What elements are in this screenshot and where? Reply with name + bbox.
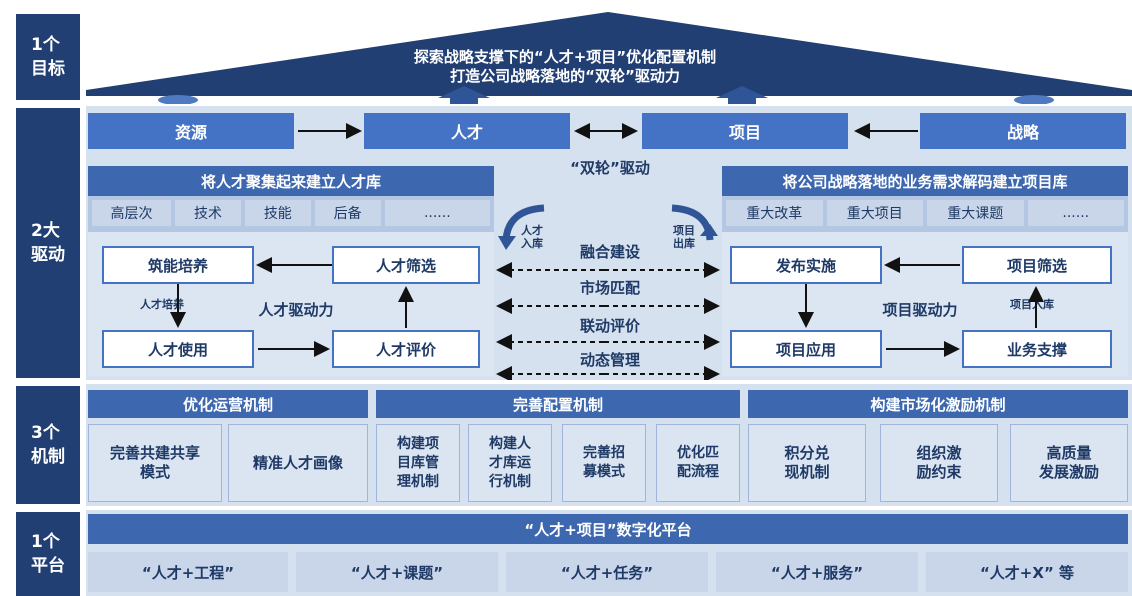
mech-title-ops: 优化运营机制: [88, 390, 368, 418]
top-arrows: [298, 123, 918, 139]
project-panel-title: 将公司战略落地的业务需求解码建立项目库: [722, 166, 1128, 196]
talent-tag: 技术: [175, 200, 241, 226]
platform-item: “人才+课题”: [296, 552, 498, 592]
talent-panel-title: 将人才聚集起来建立人才库: [88, 166, 494, 196]
box-talent-use: 人才使用: [102, 330, 254, 368]
project-tag: 重大课题: [927, 200, 1024, 226]
project-force-label: 项目驱动力: [882, 300, 958, 319]
mech-item: 精准人才画像: [228, 424, 368, 502]
row-label-platform: 1个 平台: [16, 512, 80, 596]
project-tags: 重大改革 重大项目 重大课题 ......: [726, 200, 1124, 226]
center-dashed-arrows: [496, 262, 720, 380]
box-project-apply: 项目应用: [730, 330, 882, 368]
center-item-dynamic-mgmt: 动态管理: [579, 350, 640, 369]
mech-item: 构建人 才库运 行机制: [468, 424, 552, 502]
row-label-mechanism: 3个 机制: [16, 386, 80, 504]
box-project: 项目: [642, 113, 848, 149]
talent-tags: 高层次 技术 技能 后备 ......: [92, 200, 490, 226]
mech-item: 构建项 目库管 理机制: [376, 424, 460, 502]
box-resource: 资源: [88, 113, 294, 149]
center-item-market-match: 市场匹配: [579, 278, 640, 297]
center-item-linked-eval: 联动评价: [579, 316, 640, 335]
platform-item: “人才+X” 等: [926, 552, 1128, 592]
mech-item: 优化匹 配流程: [656, 424, 740, 502]
talent-tag: 技能: [244, 200, 311, 226]
platform-item: “人才+任务”: [506, 552, 708, 592]
row-label-goal: 1个 目标: [16, 14, 80, 100]
platform-title: “人才+项目”数字化平台: [88, 514, 1128, 544]
goal-text-1: 探索战略支撑下的“人才+项目”优化配置机制: [413, 48, 717, 66]
goal-text-2: 打造公司战略落地的“双轮”驱动力: [450, 67, 680, 85]
mech-title-incentive: 构建市场化激励机制: [748, 390, 1128, 418]
box-strategy: 战略: [920, 113, 1126, 149]
mech-item: 积分兑 现机制: [748, 424, 866, 502]
box-project-screen: 项目筛选: [962, 246, 1112, 284]
platform-item: “人才+工程”: [88, 552, 288, 592]
talent-tag: 后备: [314, 200, 381, 226]
project-tag: 重大项目: [826, 200, 923, 226]
double-wheel-label: “双轮”驱动: [570, 158, 650, 177]
mech-item: 完善共建共享 模式: [88, 424, 222, 502]
box-talent-evaluate: 人才评价: [332, 330, 480, 368]
mech-title-config: 完善配置机制: [376, 390, 740, 418]
talent-tag: ......: [384, 200, 490, 226]
talent-force-label: 人才驱动力: [258, 300, 334, 319]
talent-tag: 高层次: [92, 200, 172, 226]
box-cultivate: 筑能培养: [102, 246, 254, 284]
goal-roof: [86, 12, 1132, 104]
box-publish: 发布实施: [730, 246, 882, 284]
project-tag: ......: [1027, 200, 1124, 226]
talent-cultivate-arrow-label: 人才培养: [140, 298, 184, 311]
mech-item: 完善招 募模式: [562, 424, 646, 502]
row-label-drive: 2大 驱动: [16, 108, 80, 378]
project-arrows: [798, 257, 1044, 357]
center-item-integration: 融合建设: [579, 242, 640, 261]
box-talent: 人才: [364, 113, 570, 149]
mech-item: 高质量 发展激励: [1010, 424, 1128, 502]
talent-arrows: [170, 257, 414, 357]
platform-item: “人才+服务”: [716, 552, 918, 592]
center-curved-arrows: [498, 204, 718, 250]
project-tag: 重大改革: [726, 200, 823, 226]
box-talent-screen: 人才筛选: [332, 246, 480, 284]
talent-in-label: 人才 入库: [521, 224, 543, 250]
box-business-support: 业务支撑: [962, 330, 1112, 368]
project-out-label: 项目 出库: [673, 224, 695, 250]
mech-item: 组织激 励约束: [880, 424, 998, 502]
